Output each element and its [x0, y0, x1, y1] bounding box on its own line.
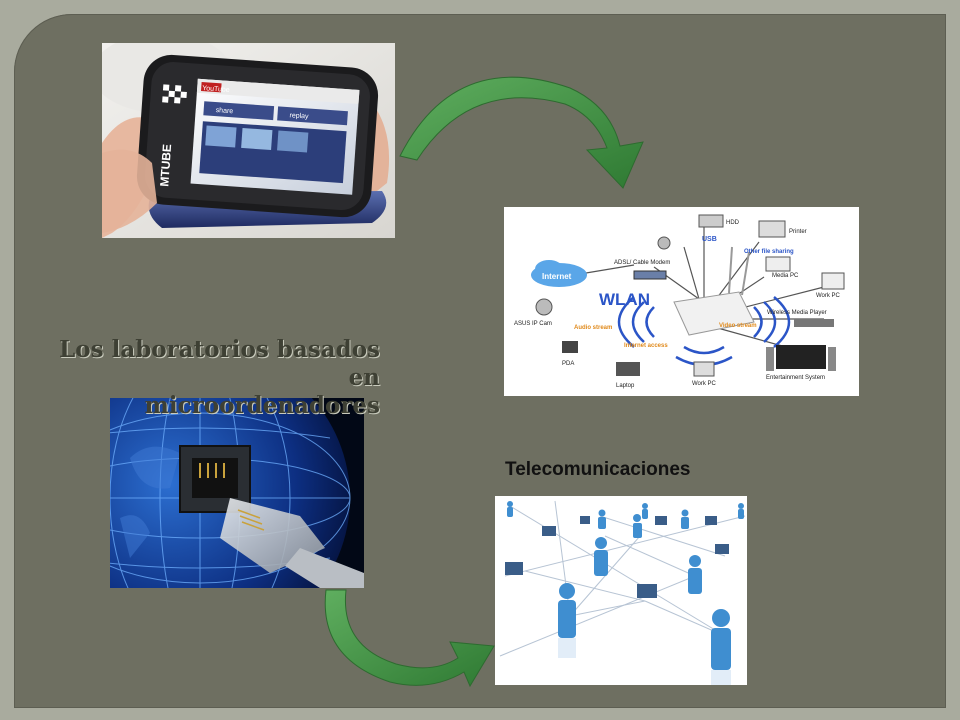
stream-audio: Audio stream	[574, 325, 612, 331]
node-work-pc-2: Work PC	[692, 381, 717, 387]
node-laptop: Laptop	[616, 383, 635, 389]
node-entertainment-system: Entertainment System	[766, 375, 825, 381]
node-other-file-sharing: Other file sharing	[744, 249, 794, 255]
node-asus-ip-cam: ASUS IP Cam	[514, 321, 552, 327]
telecom-caption: Telecomunicaciones	[505, 459, 691, 480]
slide-title-line1: Los laboratorios basados en	[59, 336, 380, 391]
device-side-label: MTUBE	[157, 144, 174, 188]
wlan-network-diagram: WLAN Internet HDD Printer USB Other file…	[504, 207, 859, 396]
node-wireless-media-player: Wireless Media Player	[767, 310, 827, 316]
node-usb: USB	[702, 236, 717, 243]
curved-arrow-up-icon	[324, 589, 495, 688]
node-work-pc-1: Work PC	[816, 293, 841, 299]
node-printer: Printer	[789, 229, 807, 235]
tile-share: share	[215, 107, 233, 115]
node-adsl-modem: ADSL/ Cable Modem	[614, 260, 670, 266]
device-brand: YouTube	[202, 85, 230, 94]
curved-arrow-down-icon	[399, 76, 644, 189]
wlan-label: WLAN	[599, 290, 650, 309]
stream-internet: Internet access	[624, 343, 668, 349]
node-media-pc: Media PC	[772, 273, 799, 279]
node-pda: PDA	[562, 361, 574, 367]
node-hdd: HDD	[726, 220, 740, 226]
node-internet: Internet	[542, 272, 572, 281]
handheld-device-photo: YouTube share replay MTUBE	[102, 43, 395, 238]
tile-replay: replay	[289, 112, 309, 120]
slide-title: Los laboratorios basados en microordenad…	[20, 336, 380, 420]
slide-title-line2: microordenadores	[144, 392, 380, 419]
people-network-photo	[495, 496, 747, 685]
stream-video: Video stream	[719, 323, 757, 329]
globe-ethernet-photo	[110, 398, 364, 588]
